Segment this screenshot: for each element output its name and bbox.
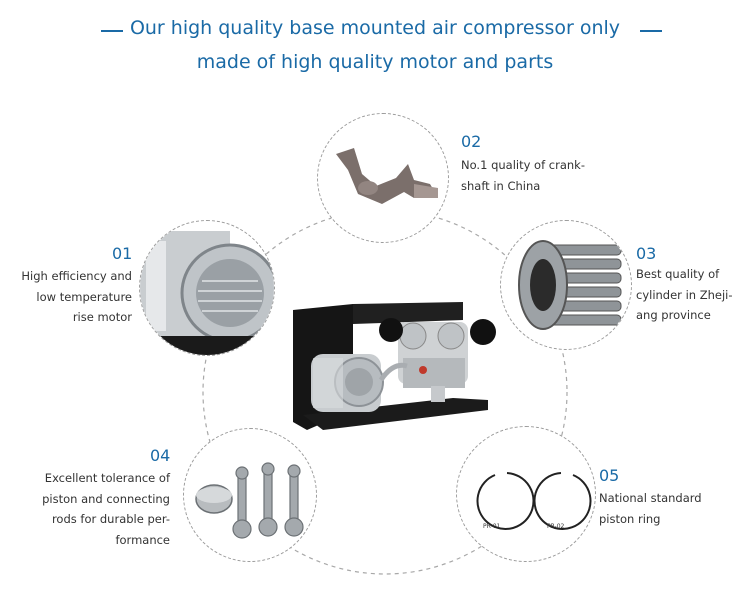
heading-dash-left [101,30,123,32]
feature-text-01: High efficiency and low temperature rise… [21,269,132,324]
ring-label-1: PR-01 [483,523,501,530]
piston-rods-image [195,462,304,539]
feature-number-01: 01 [112,244,133,263]
feature-circle-piston-ring [456,426,596,562]
crankshaft-image [336,148,438,204]
feature-text-04: Excellent tolerance of piston and connec… [42,471,170,547]
motor-image [140,231,274,355]
feature-text-05: National standard piston ring [599,491,702,526]
feature-number-02: 02 [461,132,482,151]
heading-dash-right [640,30,662,32]
ring-label-2: PR-02 [547,523,565,530]
page-title-line-1: Our high quality base mounted air compre… [129,17,621,39]
cylinder-image [518,240,622,330]
piston-rings-image [476,472,592,530]
feature-number-05: 05 [599,466,620,485]
feature-circle-piston-rods [183,428,317,562]
feature-circle-crankshaft [317,113,449,243]
air-compressor-image [293,302,496,430]
feature-circle-cylinder [500,220,632,350]
feature-text-02: No.1 quality of crank- shaft in China [461,158,585,193]
feature-number-03: 03 [636,244,657,263]
feature-circle-motor [139,220,275,356]
feature-text-03: Best quality of cylinder in Zheji- ang p… [636,267,733,322]
page-title-line-2: made of high quality motor and parts [196,51,554,73]
feature-number-04: 04 [150,446,171,465]
